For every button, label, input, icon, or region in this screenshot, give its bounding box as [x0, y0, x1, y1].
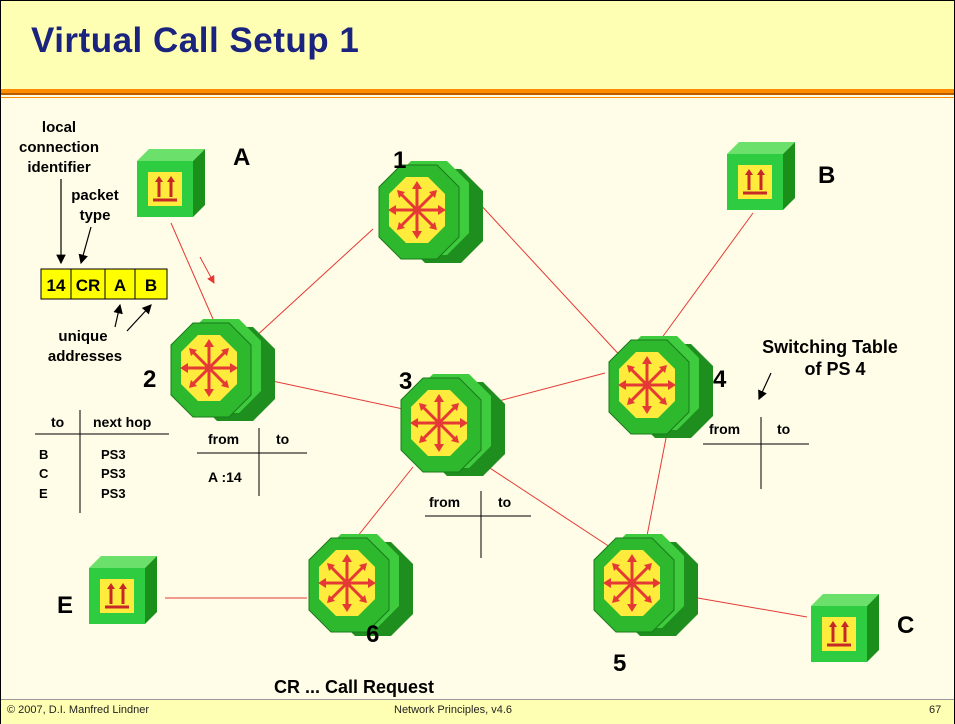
packet-switch-icon — [607, 334, 715, 440]
packet-switch-icon — [307, 532, 415, 638]
switch-label-3: 3 — [399, 368, 412, 395]
svg-text:of PS 4: of PS 4 — [804, 359, 865, 379]
routing-row-hop: PS3 — [101, 447, 126, 462]
svg-text:local: local — [42, 119, 76, 136]
svg-text:unique: unique — [58, 328, 107, 345]
local-connection-identifier-label: local connection identifier — [19, 119, 99, 176]
end-host-icon — [725, 140, 797, 212]
network-links — [165, 188, 808, 618]
address-pointer-a — [113, 303, 123, 328]
link-1-4 — [465, 188, 626, 362]
caption-pointer — [758, 372, 772, 401]
packet-switch-icon — [592, 532, 700, 638]
link-3-6 — [348, 466, 414, 548]
header-band — [1, 1, 954, 89]
svg-text:Switching Table: Switching Table — [762, 337, 898, 357]
footer-course: Network Principles, v4.6 — [394, 704, 512, 716]
switching-table-ps3: from to — [425, 491, 531, 558]
packet-field-lci: 14 — [47, 276, 66, 295]
routing-row-hop: PS3 — [101, 466, 126, 481]
link-2-3 — [262, 378, 404, 410]
switch-table-header-to: to — [276, 431, 289, 447]
host-label-e: E — [57, 592, 73, 619]
link-3-5 — [466, 452, 614, 550]
packet-type-pointer — [78, 226, 92, 265]
end-host-icon — [87, 554, 159, 626]
svg-text:type: type — [80, 207, 111, 224]
footer: © 2007, D.I. Manfred Lindner Network Pri… — [1, 699, 954, 724]
packet-switch-icon — [377, 159, 485, 265]
packet-field-source: A — [114, 276, 126, 295]
link-2-1 — [252, 228, 374, 340]
packet-field-destination: B — [145, 276, 157, 295]
switch-label-4: 4 — [713, 366, 727, 393]
switch-label-2: 2 — [143, 366, 156, 393]
switch-table-header-to: to — [777, 421, 790, 437]
link-a-2 — [170, 222, 214, 320]
routing-row-dest: E — [39, 486, 48, 501]
switch-label-1: 1 — [393, 147, 406, 174]
switch-table-header-from: from — [709, 421, 740, 437]
link-b-4 — [660, 212, 754, 340]
svg-text:packet: packet — [71, 187, 119, 204]
svg-text:addresses: addresses — [48, 348, 122, 365]
svg-text:connection: connection — [19, 139, 99, 156]
legend-call-request: CR ... Call Request — [274, 677, 434, 697]
link-4-5 — [645, 432, 668, 542]
routing-header-to: to — [51, 414, 64, 430]
end-host-icon — [135, 147, 207, 219]
switch-table-header-from: from — [429, 494, 460, 510]
header-rule-dark — [1, 93, 954, 95]
packet-switch-icon — [399, 372, 507, 478]
link-3-4 — [490, 372, 606, 404]
packet-type-label: packet type — [71, 187, 119, 224]
end-host-icon — [809, 592, 881, 664]
slide-title: Virtual Call Setup 1 — [31, 21, 360, 60]
header-rule — [1, 89, 954, 93]
routing-row-dest: C — [39, 466, 49, 481]
call-request-packet: 14 CR A B — [40, 268, 168, 300]
switch-label-5: 5 — [613, 650, 626, 677]
switch-table-header-from: from — [208, 431, 239, 447]
routing-row-dest: B — [39, 447, 48, 462]
header-rule-thin — [1, 97, 954, 98]
unique-addresses-label: unique addresses — [48, 328, 122, 365]
host-label-c: C — [897, 612, 914, 639]
host-label-a: A — [233, 144, 250, 171]
switching-table-ps4: from to — [703, 417, 809, 489]
switch-table-header-to: to — [498, 494, 511, 510]
footer-page-number: 67 — [929, 704, 942, 716]
packet-switch-icon — [169, 317, 277, 423]
svg-text:identifier: identifier — [27, 159, 91, 176]
switching-table-caption: Switching Table of PS 4 — [762, 337, 898, 379]
call-request-direction-arrow — [199, 256, 215, 284]
routing-row-hop: PS3 — [101, 486, 126, 501]
switch-label-6: 6 — [366, 621, 379, 648]
footer-copyright: © 2007, D.I. Manfred Lindner — [7, 704, 150, 716]
address-pointer-b — [126, 304, 152, 332]
switch-table-entry-from: A :14 — [208, 469, 242, 485]
routing-table: to next hop B PS3 C PS3 E PS3 — [35, 410, 169, 513]
routing-header-next-hop: next hop — [93, 414, 151, 430]
switching-table-ps2: from to A :14 — [197, 428, 307, 496]
host-label-b: B — [818, 162, 835, 189]
packet-field-type: CR — [76, 276, 101, 295]
